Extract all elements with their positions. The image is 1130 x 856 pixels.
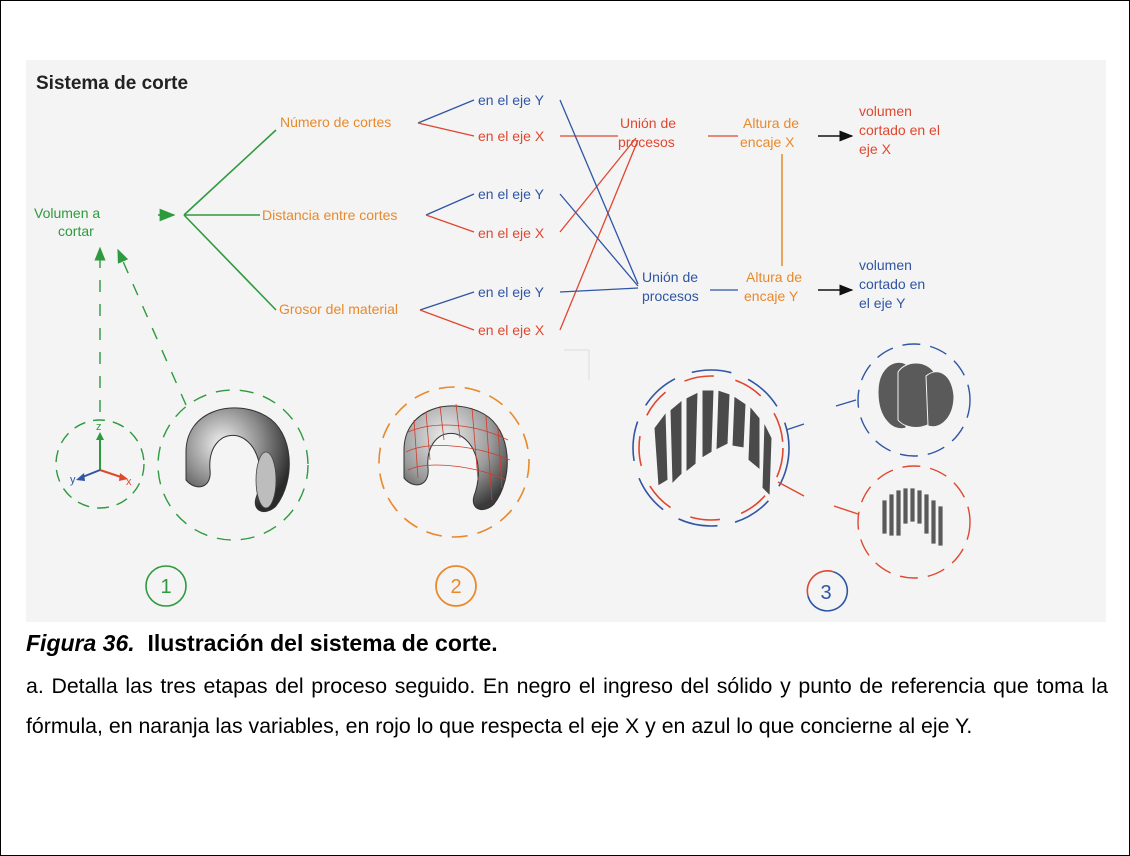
- figure-label: Figura 36.: [26, 630, 135, 656]
- result-y-line1: volumen: [859, 257, 912, 273]
- y2-to-union-y: [559, 193, 639, 287]
- branch-to-x-1: [417, 122, 475, 137]
- axis-y-label-2: en el eje Y: [478, 186, 545, 202]
- connector-to-x-detail: [777, 481, 805, 497]
- axis-x-head: [119, 473, 128, 481]
- axes-circle: [55, 419, 145, 509]
- connector-to-y-detail-2: [835, 399, 857, 407]
- x2-to-union-x: [559, 137, 637, 233]
- branch-to-x-3: [419, 309, 475, 331]
- step-1-number: 1: [160, 576, 171, 598]
- step-3-arc-blue: [807, 571, 849, 612]
- step-3-arc-red: [806, 570, 835, 597]
- axis-x-letter: x: [126, 476, 132, 488]
- figure-image: Sistema de corte Volumen a cortar Número…: [26, 60, 1106, 622]
- slices-main: [653, 389, 773, 498]
- y1-to-union-y: [559, 99, 639, 285]
- branch-to-x-2: [425, 214, 475, 233]
- result-x-line2: cortado en el: [859, 122, 940, 138]
- reference-arrow-diagonal: [117, 248, 187, 406]
- variable-material-thickness: Grosor del material: [279, 301, 398, 317]
- branch-to-y-3: [419, 291, 475, 311]
- caption-title: Figura 36. Ilustración del sistema de co…: [26, 628, 1108, 658]
- result-y-line3: el eje Y: [859, 295, 906, 311]
- union-y-line1: Unión de: [642, 269, 698, 285]
- result-x-line1: volumen: [859, 103, 912, 119]
- union-y-line2: procesos: [642, 288, 699, 304]
- root-label-line2: cortar: [58, 223, 94, 239]
- cut-lines-2: [405, 403, 511, 501]
- union-x-line1: Unión de: [620, 115, 676, 131]
- solid-shape-2: [403, 405, 508, 511]
- axis-x-label-1: en el eje X: [478, 128, 545, 144]
- connector-to-y-detail: [785, 423, 805, 431]
- figure-caption: Figura 36. Ilustración del sistema de co…: [26, 628, 1108, 746]
- solid-end-face-1: [255, 451, 277, 509]
- result-x-line3: eje X: [859, 141, 892, 157]
- branch-to-y-2: [425, 193, 475, 216]
- x3-to-union-x: [559, 139, 639, 331]
- height-y-line1: Altura de: [746, 269, 802, 285]
- root-label-line1: Volumen a: [34, 205, 100, 221]
- slices-circle-blue: [632, 369, 790, 527]
- axis-y-label-3: en el eje Y: [478, 284, 545, 300]
- union-x-line2: procesos: [618, 134, 675, 150]
- height-x-line2: encaje X: [740, 134, 795, 150]
- detail-circle-y: [857, 343, 971, 457]
- axis-y-label-1: en el eje Y: [478, 92, 545, 108]
- branch-to-y-1: [417, 99, 475, 124]
- slices-y-detail: [877, 361, 955, 430]
- slices-x-detail: [881, 487, 944, 547]
- branch-line-1: [183, 129, 277, 216]
- cutting-system-diagram: Sistema de corte Volumen a cortar Número…: [34, 73, 971, 612]
- solid-circle-2: [378, 386, 530, 538]
- axis-x-label-3: en el eje X: [478, 322, 545, 338]
- y3-to-union-y: [559, 287, 639, 293]
- height-x-line1: Altura de: [743, 115, 799, 131]
- axis-z-letter: z: [96, 421, 102, 433]
- step-2-circle: [435, 565, 477, 607]
- caption-body: a. Detalla las tres etapas del proceso s…: [26, 674, 1108, 738]
- diagram-title: Sistema de corte: [36, 73, 188, 94]
- step-1-circle: [145, 565, 187, 607]
- height-y-line2: encaje Y: [744, 288, 799, 304]
- variable-distance-between-cuts: Distancia entre cortes: [262, 207, 397, 223]
- axis-x-label-2: en el eje X: [478, 225, 545, 241]
- axis-y-head: [76, 473, 85, 481]
- variable-number-of-cuts: Número de cortes: [280, 114, 391, 130]
- step-2-number: 2: [450, 576, 461, 598]
- branch-line-3: [183, 214, 277, 311]
- connector-to-x-detail-2: [833, 505, 859, 515]
- caption-title-text: Ilustración del sistema de corte.: [147, 630, 498, 656]
- detail-circle-x: [857, 465, 971, 579]
- result-y-line2: cortado en: [859, 276, 925, 292]
- axis-z-head: [96, 432, 104, 440]
- slices-circle-red: [638, 375, 784, 521]
- axis-y-letter: y: [70, 474, 76, 486]
- step-3-number: 3: [820, 582, 831, 604]
- solid-circle-1: [157, 389, 309, 541]
